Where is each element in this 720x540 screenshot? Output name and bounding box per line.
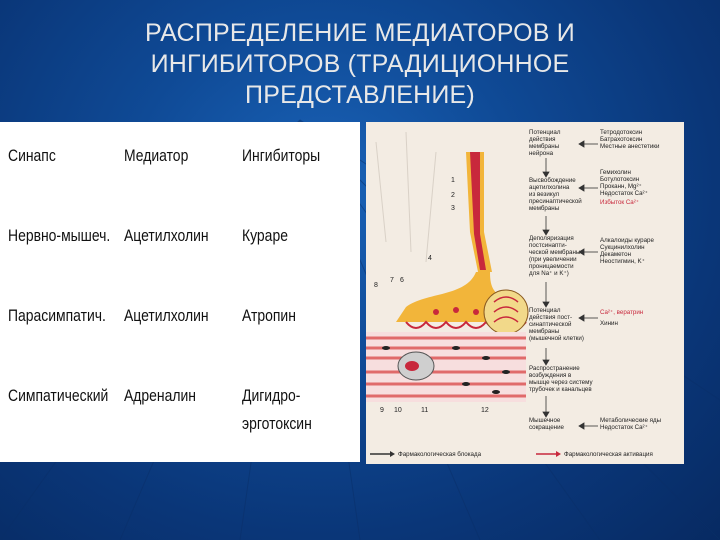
label-6: 6 — [400, 277, 404, 284]
row3-inhibitor-line2: эрготоксин — [242, 414, 312, 433]
row2-inhibitor: Атропин — [242, 306, 296, 325]
legend-activation: Фармакологическая активация — [564, 451, 653, 458]
title-line-1: РАСПРЕДЕЛЕНИЕ МЕДИАТОРОВ И — [145, 19, 575, 47]
row2-synapse: Парасимпатич. — [8, 306, 106, 325]
title-line-2: ИНГИБИТОРОВ (ТРАДИЦИОННОЕ — [150, 50, 570, 78]
row1-mediator: Ацетилхолин — [124, 226, 209, 245]
label-12: 12 — [481, 407, 489, 414]
label-11: 11 — [421, 407, 428, 414]
label-1: 1 — [451, 177, 455, 184]
label-4: 4 — [428, 255, 432, 262]
row1-inhibitor: Кураре — [242, 226, 288, 245]
row1-synapse: Нервно-мышеч. — [8, 226, 111, 245]
page-title: РАСПРЕДЕЛЕНИЕ МЕДИАТОРОВ И ИНГИБИТОРОВ (… — [60, 18, 660, 111]
label-10: 10 — [394, 407, 402, 414]
header-inhibitors: Ингибиторы — [242, 146, 321, 165]
label-2: 2 — [451, 192, 455, 199]
synapse-table: Синапс Медиатор Ингибиторы Нервно-мышеч.… — [0, 122, 360, 462]
figure-legend: Фармакологическая блокада Фармакологичес… — [370, 451, 653, 458]
label-9: 9 — [380, 407, 384, 414]
row3-synapse: Симпатический — [8, 386, 109, 405]
header-synapse: Синапс — [8, 146, 56, 165]
row2-mediator: Ацетилхолин — [124, 306, 209, 325]
header-mediator: Медиатор — [124, 146, 189, 165]
label-3: 3 — [451, 205, 455, 212]
title-line-3: ПРЕДСТАВЛЕНИЕ) — [245, 81, 475, 109]
legend-blockade: Фармакологическая блокада — [398, 451, 482, 458]
muscle-fiber — [366, 332, 526, 402]
row3-inhibitor: Дигидро- — [242, 386, 301, 405]
row3-mediator: Адреналин — [124, 386, 197, 405]
label-7: 7 — [390, 277, 394, 284]
nerve-fiber — [470, 152, 486, 270]
label-8: 8 — [374, 282, 378, 289]
